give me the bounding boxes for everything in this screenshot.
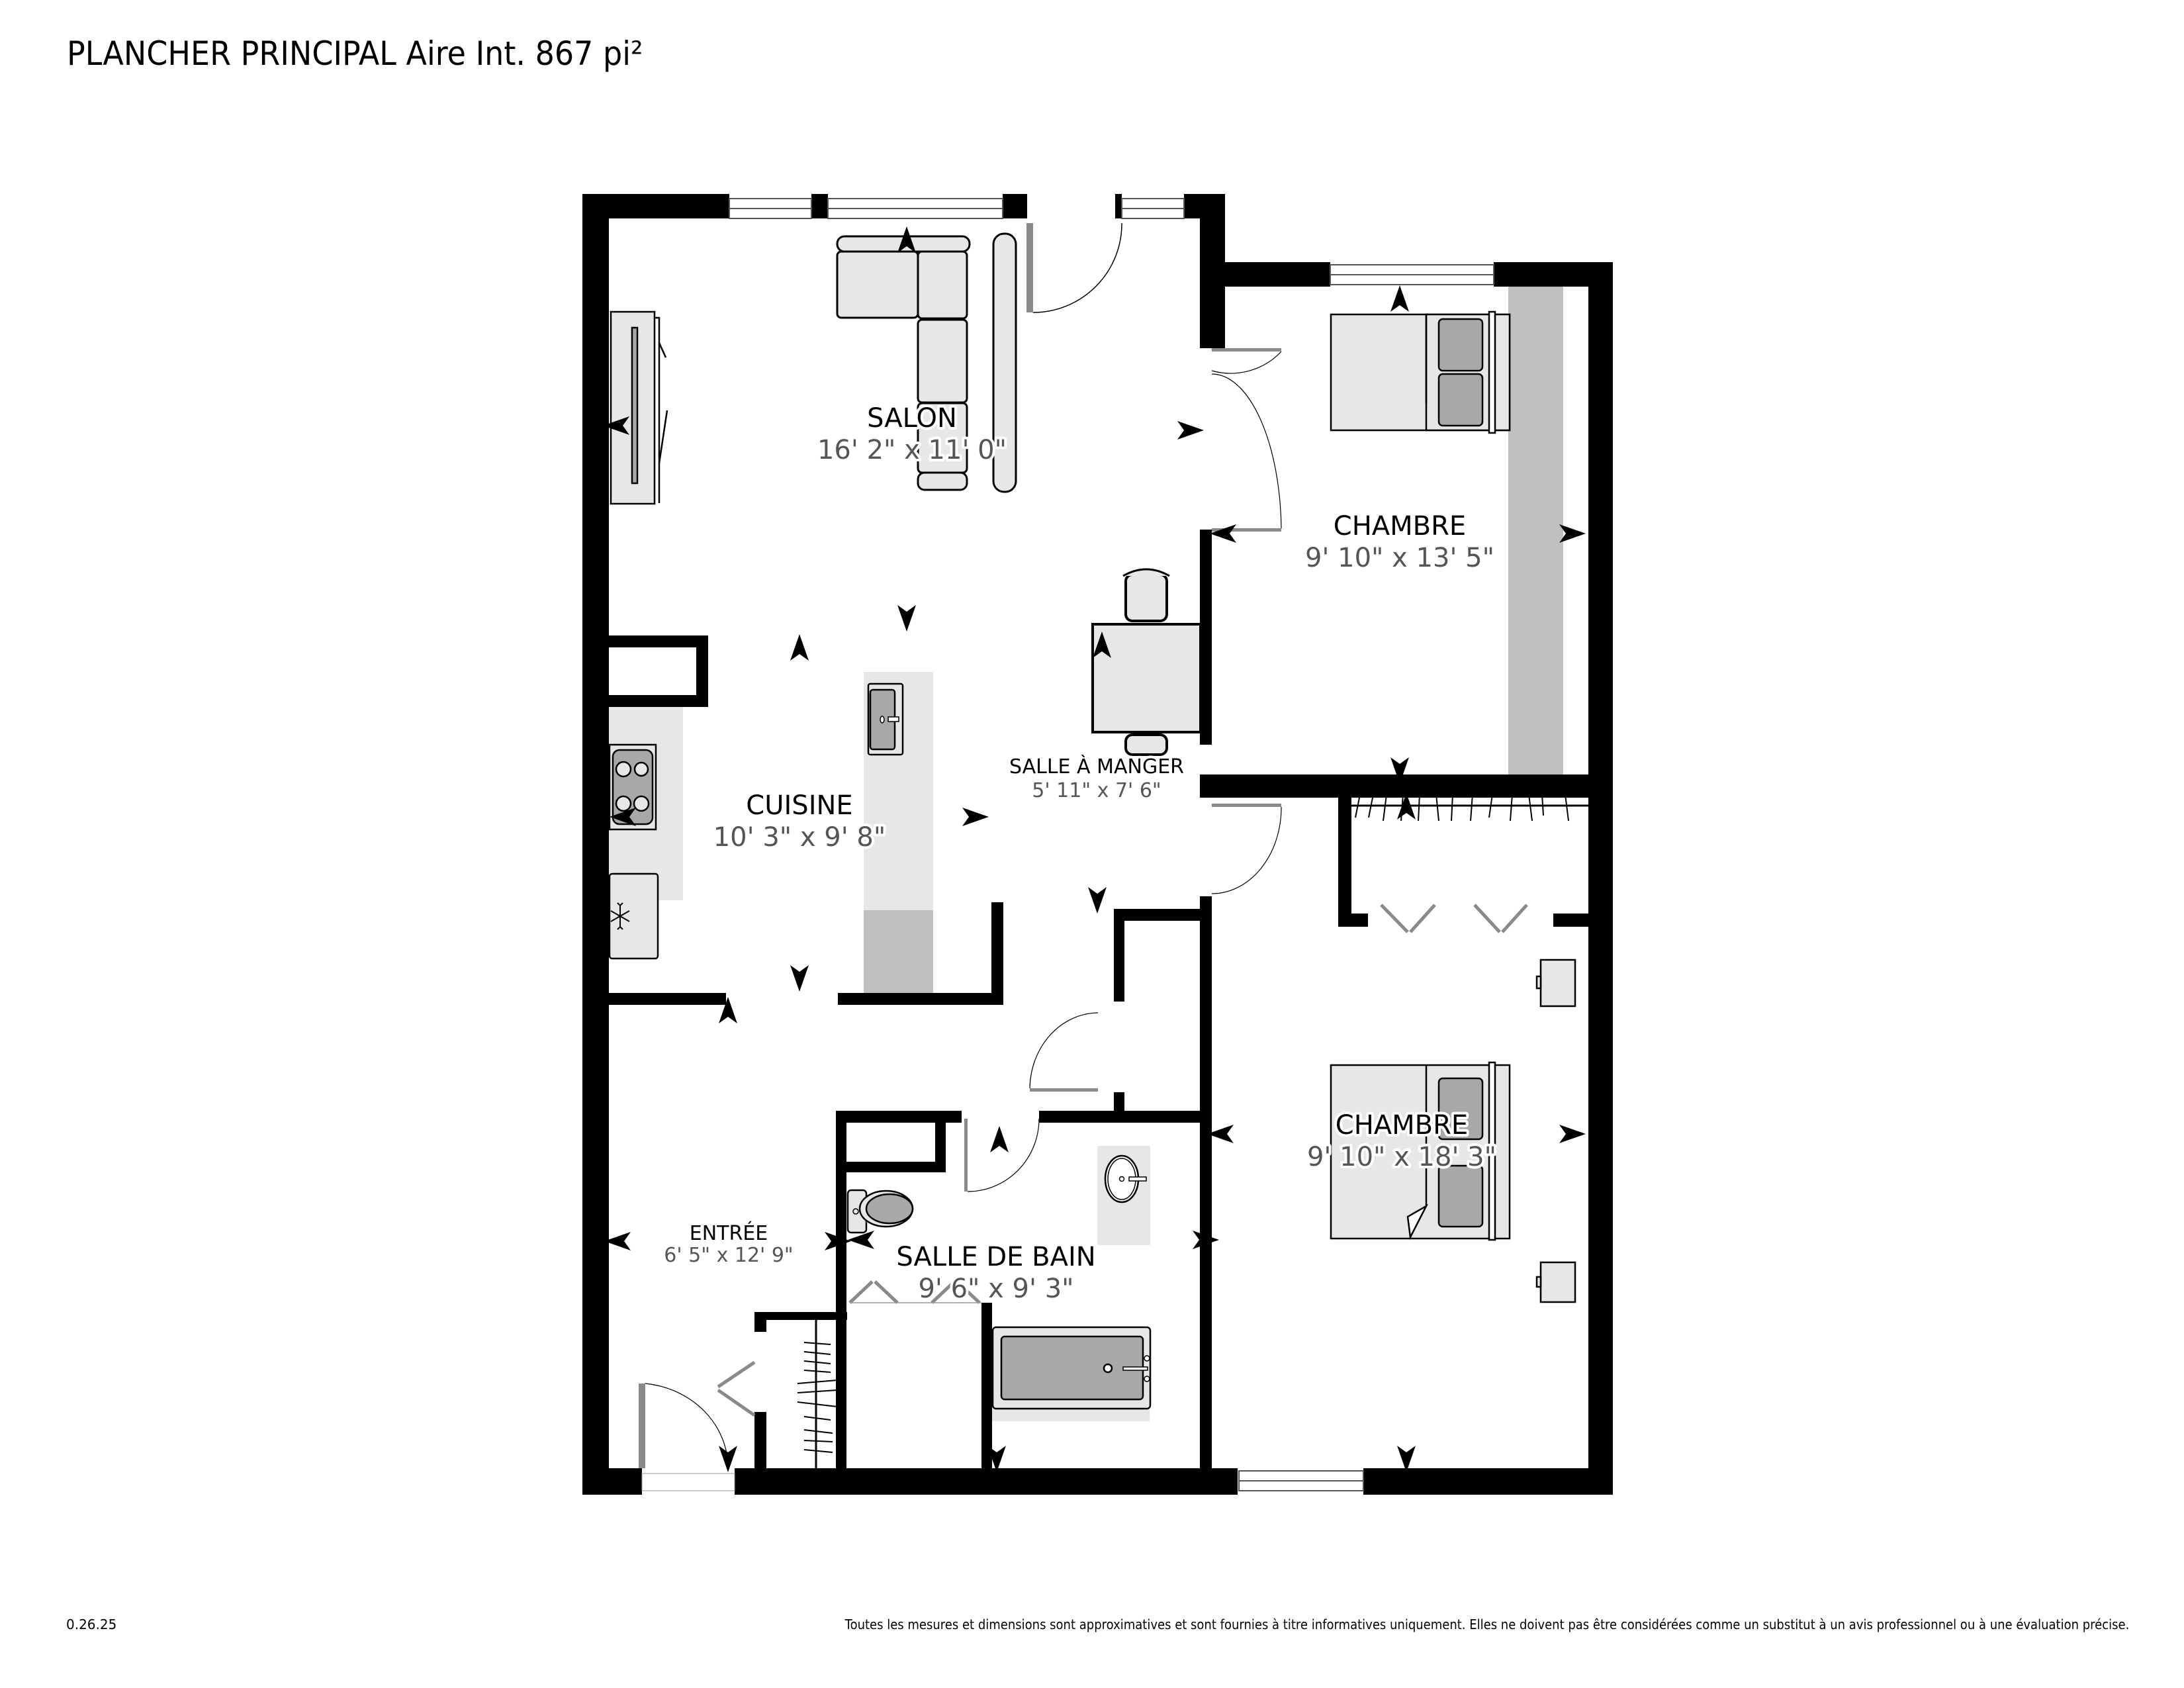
bathroom-sink [1104, 1154, 1147, 1203]
windows [729, 198, 1494, 1491]
room-label-salle-a-manger: SALLE À MANGER 5' 11" x 7' 6" [1007, 752, 1187, 805]
room-label-cuisine: CUISINE 10' 3" x 9' 8" [711, 788, 889, 855]
refrigerator [608, 872, 659, 960]
walls [582, 194, 1613, 1495]
room-dimensions: 9' 6" x 9' 3" [918, 1274, 1073, 1304]
room-label-chambre-1: CHAMBRE 9' 10" x 13' 5" [1302, 508, 1497, 576]
room-dimensions: 9' 10" x 13' 5" [1305, 543, 1494, 573]
room-label-entree: ENTRÉE 6' 5" x 12' 9" [661, 1219, 796, 1270]
room-dimensions: 5' 11" x 7' 6" [1032, 779, 1161, 802]
room-dimensions: 6' 5" x 12' 9" [664, 1244, 793, 1267]
version-label: 0.26.25 [66, 1617, 117, 1632]
stove [608, 743, 657, 831]
bed-chambre-1 [1330, 310, 1511, 434]
room-name: CUISINE [746, 790, 852, 821]
doors [639, 222, 1528, 1491]
toilet [846, 1189, 914, 1234]
tv-console [610, 310, 668, 505]
closet-hangers [797, 794, 1588, 1468]
room-label-salon: SALON 16' 2" x 11' 0" [815, 400, 1009, 468]
kitchen-sink [867, 682, 904, 756]
room-name: ENTRÉE [690, 1221, 768, 1245]
room-label-chambre-2: CHAMBRE 9' 10" x 18' 3" [1304, 1107, 1499, 1175]
room-name: SALLE DE BAIN [896, 1242, 1095, 1272]
bed-chambre-2 [1330, 1061, 1511, 1241]
room-label-salle-de-bain: SALLE DE BAIN 9' 6" x 9' 3" [893, 1239, 1098, 1307]
room-name: SALLE À MANGER [1009, 755, 1184, 778]
room-dimensions: 9' 10" x 18' 3" [1307, 1142, 1496, 1172]
room-dimensions: 16' 2" x 11' 0" [817, 435, 1007, 465]
dining-table [1091, 568, 1202, 756]
room-name: SALON [867, 403, 957, 434]
bathtub [991, 1326, 1152, 1410]
disclaimer-text: Toutes les mesures et dimensions sont ap… [844, 1617, 2129, 1632]
room-name: CHAMBRE [1336, 1110, 1468, 1141]
nightstands [1535, 959, 1576, 1303]
room-dimensions: 10' 3" x 9' 8" [713, 822, 886, 853]
room-name: CHAMBRE [1334, 511, 1466, 541]
page-title: PLANCHER PRINCIPAL Aire Int. 867 pi² [67, 34, 643, 73]
